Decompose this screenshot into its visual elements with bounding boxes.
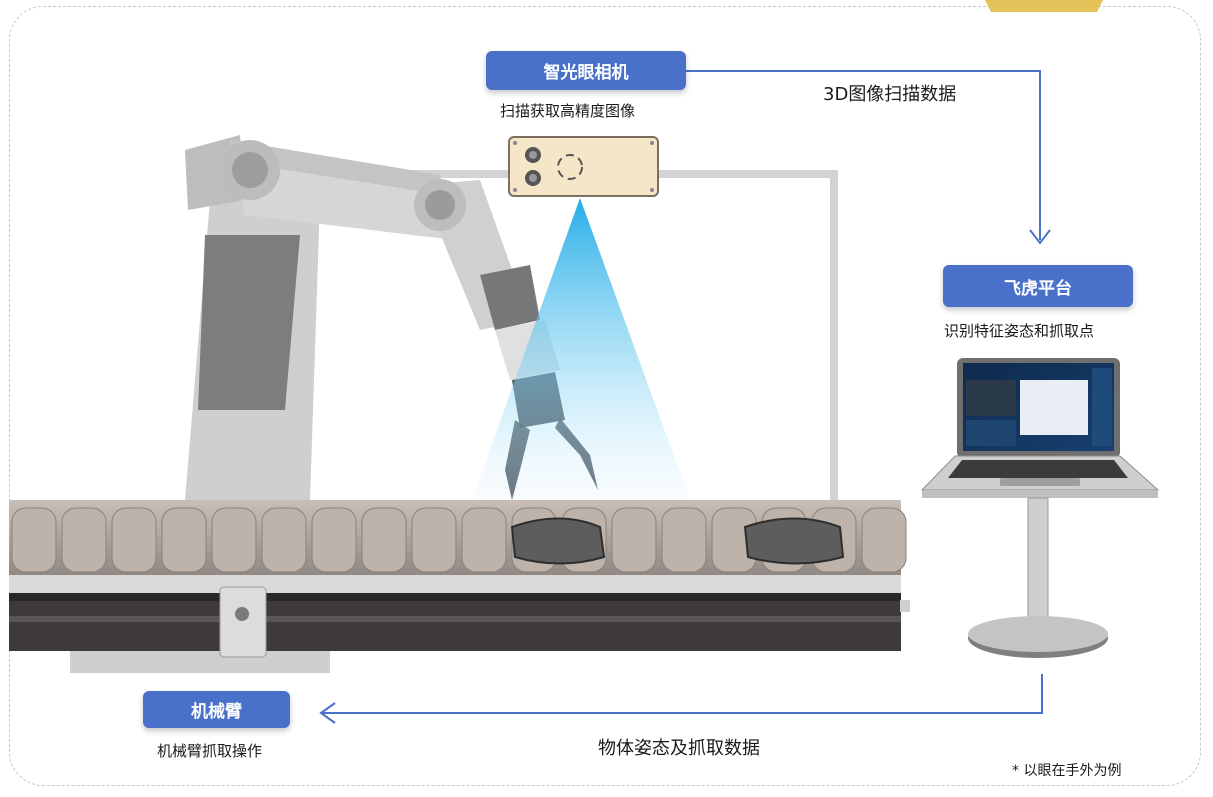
- conveyor-roller: [861, 507, 907, 573]
- conveyor-roller: [411, 507, 457, 573]
- corner-decoration: [985, 0, 1103, 12]
- conveyor-roller: [311, 507, 357, 573]
- dashed-frame: [9, 6, 1201, 786]
- edge-label-platform-to-arm: 物体姿态及抓取数据: [598, 738, 760, 759]
- conveyor-roller: [211, 507, 257, 573]
- conveyor-roller: [261, 507, 307, 573]
- footnote: * 以眼在手外为例: [1012, 763, 1122, 779]
- stand: [968, 497, 1108, 658]
- conveyor-roller: [61, 507, 107, 573]
- arm-node-caption: 机械臂抓取操作: [157, 742, 263, 760]
- laptop: [920, 358, 1160, 498]
- camera-node-caption: 扫描获取高精度图像: [500, 102, 636, 120]
- conveyor-roller: [361, 507, 407, 573]
- conveyor-roller: [461, 507, 507, 573]
- platform-node-caption: 识别特征姿态和抓取点: [944, 322, 1095, 340]
- platform-node-badge: 飞虎平台: [943, 265, 1133, 307]
- 3d-camera: [508, 136, 659, 197]
- conveyor-roller: [611, 507, 657, 573]
- arrow-platform-to-arm: [319, 674, 1043, 724]
- arrow-camera-to-platform: [686, 70, 1051, 245]
- conveyor-roller: [661, 507, 707, 573]
- scan-beam: [472, 198, 690, 500]
- camera-node-badge: 智光眼相机: [486, 51, 686, 90]
- edge-label-camera-to-platform: 3D图像扫描数据: [823, 84, 957, 105]
- conveyor-belt: [9, 500, 910, 673]
- arm-node-badge: 机械臂: [143, 691, 290, 728]
- conveyor-roller: [11, 507, 57, 573]
- brake-pad: [510, 517, 845, 565]
- conveyor-roller: [161, 507, 207, 573]
- conveyor-roller: [111, 507, 157, 573]
